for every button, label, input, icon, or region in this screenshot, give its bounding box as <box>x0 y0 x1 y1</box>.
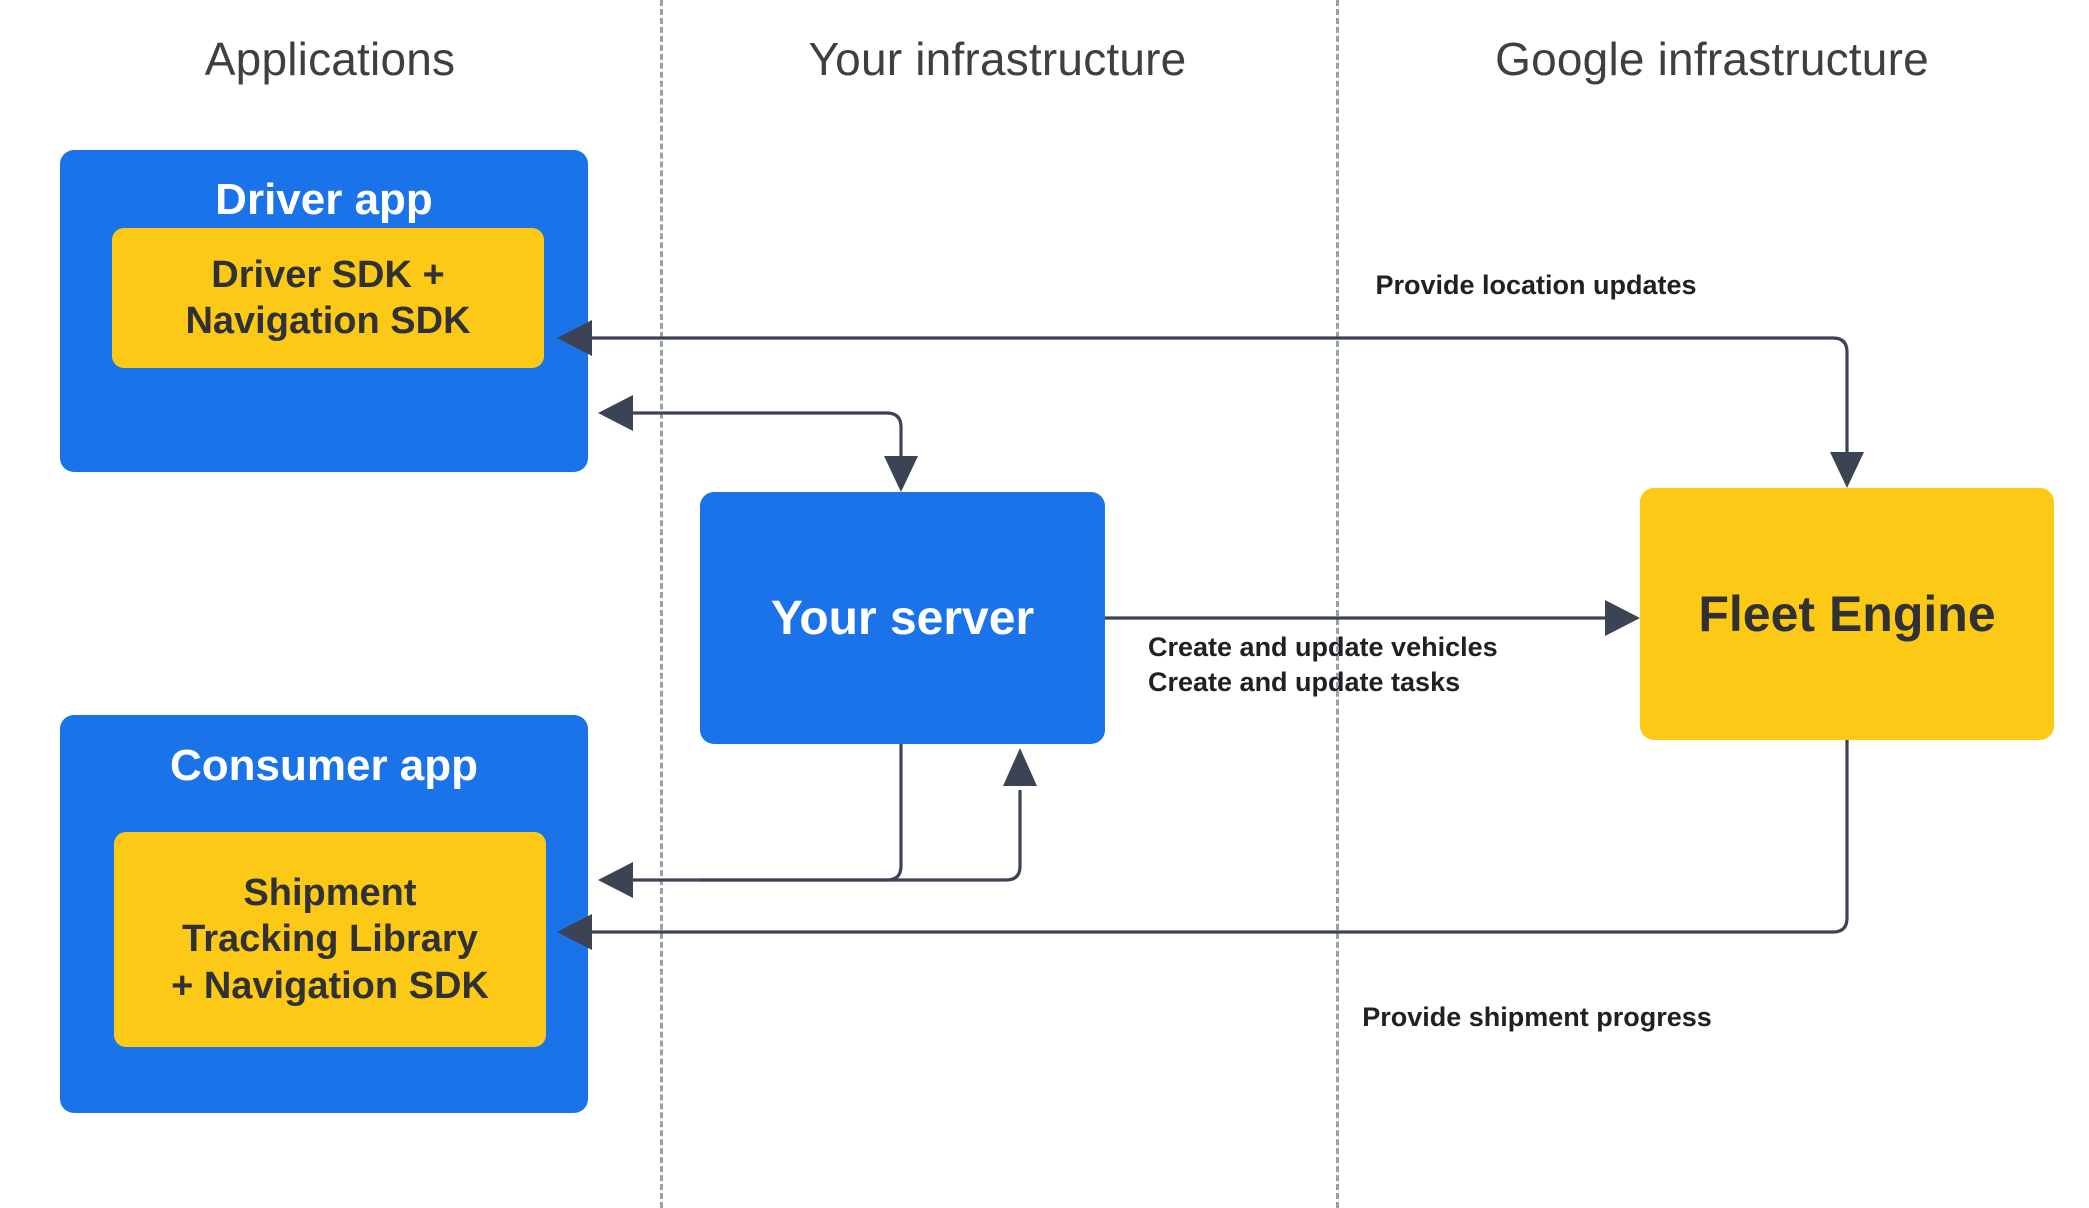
node-consumer-app[interactable]: Consumer app Shipment Tracking Library +… <box>60 715 588 1113</box>
swimlane-divider-left <box>660 0 663 1208</box>
edge-label-create-update: Create and update vehicles Create and up… <box>1148 630 1498 700</box>
edge-consumer-to-server <box>700 748 1037 882</box>
node-your-server[interactable]: Your server <box>700 492 1105 744</box>
edge-label-shipment-progress: Provide shipment progress <box>1362 1002 1712 1032</box>
column-header-your-infrastructure: Your infrastructure <box>808 33 1187 85</box>
fleet-engine-label: Fleet Engine <box>1698 586 1996 642</box>
stl-line-2: Tracking Library <box>182 918 478 961</box>
driver-sdk-line-2: Navigation SDK <box>185 300 471 342</box>
your-server-label: Your server <box>770 591 1035 645</box>
node-fleet-engine[interactable]: Fleet Engine <box>1640 488 2054 740</box>
edge-server-to-consumer <box>598 744 903 898</box>
stl-line-3: + Navigation SDK <box>171 964 489 1007</box>
edge-label-location-updates: Provide location updates <box>1375 270 1697 300</box>
arrowhead-left-consumer-app <box>598 862 633 898</box>
column-header-applications: Applications <box>204 33 456 85</box>
driver-sdk-line-1: Driver SDK + <box>211 253 445 296</box>
driver-sdk-label: Driver SDK + Navigation SDK <box>177 252 478 345</box>
edge-shipment-progress <box>557 740 1849 950</box>
arrowhead-down-your-server <box>884 456 918 492</box>
arrowhead-right-fleet-engine <box>1605 600 1640 636</box>
edge-location-updates <box>557 320 1864 488</box>
column-header-google-infrastructure: Google infrastructure <box>1495 33 1929 85</box>
node-driver-app[interactable]: Driver app Driver SDK + Navigation SDK <box>60 150 588 472</box>
swimlane-divider-right <box>1336 0 1339 1208</box>
driver-app-title: Driver app <box>215 175 433 224</box>
node-driver-sdk[interactable]: Driver SDK + Navigation SDK <box>112 228 544 368</box>
stl-line-1: Shipment <box>243 871 417 914</box>
arrowhead-up-your-server <box>1003 748 1037 786</box>
arrowhead-left-driver-app <box>598 395 633 431</box>
edge-label-create-vehicles: Create and update vehicles <box>1148 632 1498 662</box>
edge-label-create-tasks: Create and update tasks <box>1148 667 1461 698</box>
consumer-app-title: Consumer app <box>169 741 479 790</box>
shipment-tracking-library-label: Shipment Tracking Library + Navigation S… <box>163 870 497 1009</box>
arrowhead-down-fleet-engine <box>1830 452 1864 488</box>
edge-server-to-driver <box>598 395 918 492</box>
node-shipment-tracking-library[interactable]: Shipment Tracking Library + Navigation S… <box>114 832 546 1047</box>
